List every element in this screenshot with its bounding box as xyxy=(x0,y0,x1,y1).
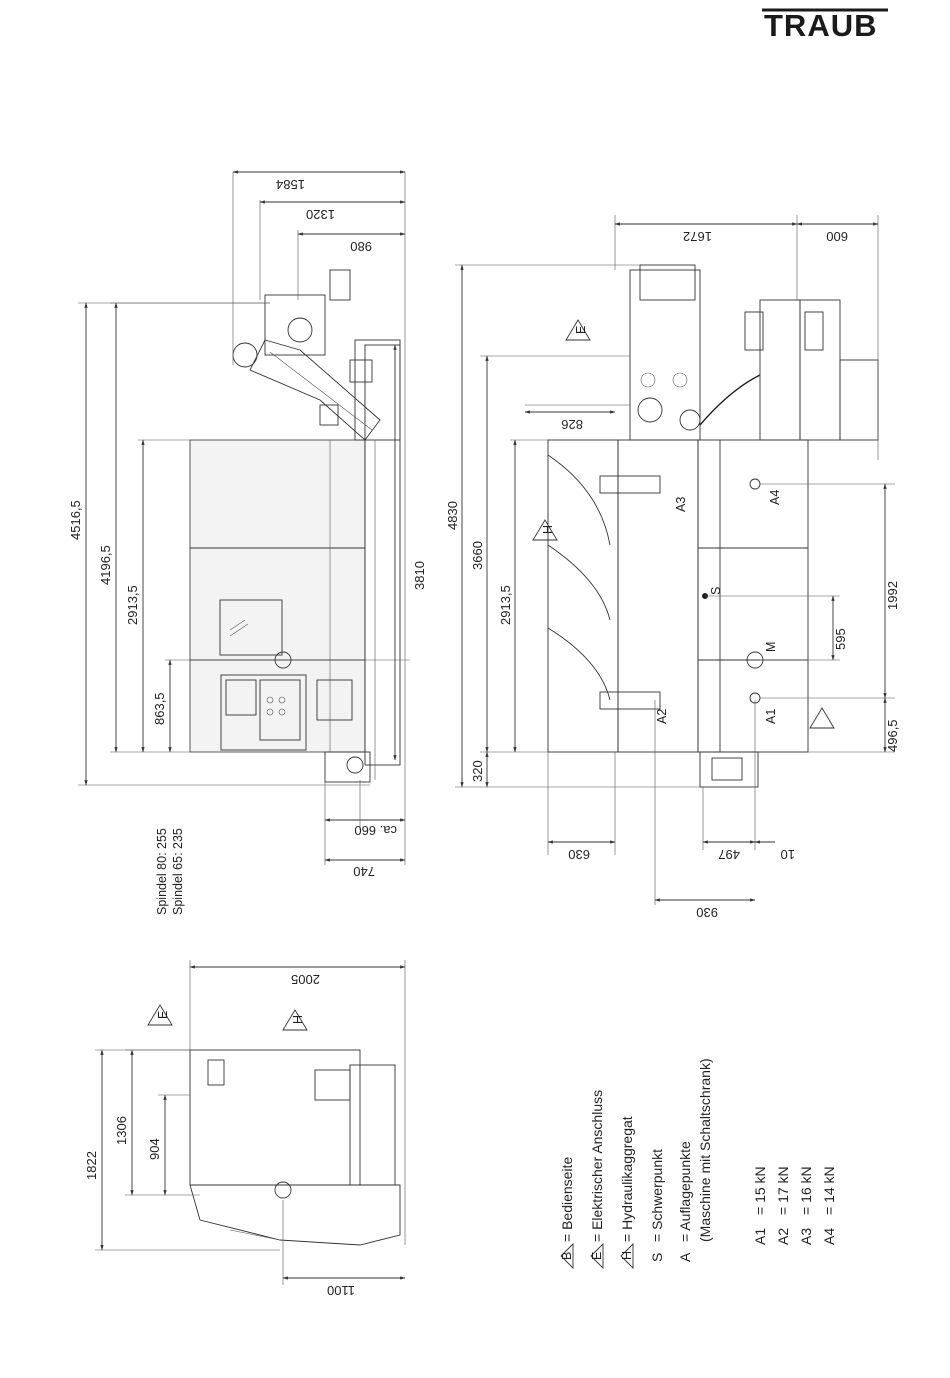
legend-item-schwerpunkt: S = Schwerpunkt xyxy=(649,1149,665,1262)
svg-text:S: S xyxy=(649,1253,665,1262)
dim-3660: 3660 xyxy=(470,541,485,570)
hydraulic-symbol-icon xyxy=(532,519,558,541)
legend-item-bedienseite: B = Bedienseite xyxy=(559,1157,575,1270)
svg-text:E: E xyxy=(574,326,588,334)
dim-1306: 1306 xyxy=(114,1116,129,1145)
dim-320: 320 xyxy=(470,760,485,782)
dim-930: 930 xyxy=(696,905,718,920)
dim-600: 600 xyxy=(826,229,848,244)
logo-text: TRAUB xyxy=(764,8,878,43)
point-s: S xyxy=(709,587,723,595)
svg-text:= 14 kN: = 14 kN xyxy=(821,1166,837,1215)
machine-body-outline xyxy=(189,439,366,753)
electrical-symbol-icon xyxy=(565,319,591,341)
dim-826: 826 xyxy=(561,417,583,432)
dim-1822: 1822 xyxy=(84,1151,99,1180)
dim-4516-5: 4516,5 xyxy=(68,500,83,540)
dim-904: 904 xyxy=(147,1138,162,1160)
operator-side-legend-icon xyxy=(560,1242,574,1270)
dim-497: 497 xyxy=(718,847,740,862)
dim-4196-5: 4196,5 xyxy=(98,545,113,585)
electrical-legend-icon xyxy=(590,1242,604,1270)
svg-text:E: E xyxy=(156,1011,170,1019)
svg-text:E: E xyxy=(590,1252,604,1260)
svg-text:H: H xyxy=(620,1251,634,1260)
point-a4: A4 xyxy=(768,490,782,505)
dim-ca-660: ca. 660 xyxy=(354,823,397,838)
electrical-symbol-side-icon xyxy=(147,1004,173,1026)
point-a1: A1 xyxy=(764,709,778,724)
svg-text:= Hydraulikaggregat: = Hydraulikaggregat xyxy=(619,1116,635,1242)
dim-1672: 1672 xyxy=(683,229,712,244)
dim-4830: 4830 xyxy=(445,501,460,530)
dim-740: 740 xyxy=(353,864,375,879)
svg-text:= 15 kN: = 15 kN xyxy=(752,1166,768,1215)
point-a2: A2 xyxy=(655,709,669,724)
svg-text:= 16 kN: = 16 kN xyxy=(798,1166,814,1215)
load-table: A1 = 15 kN A2 = 17 kN A3 = 16 kN A4 = 14… xyxy=(752,1166,837,1245)
svg-text:= Bedienseite: = Bedienseite xyxy=(559,1157,575,1242)
svg-text:A4: A4 xyxy=(821,1228,837,1245)
dim-496-5: 496,5 xyxy=(885,719,900,752)
dim-595: 595 xyxy=(833,628,848,650)
spindle-80-note: Spindel 80: 255 xyxy=(155,828,169,915)
point-m: M xyxy=(764,642,778,652)
svg-text:H: H xyxy=(541,525,555,534)
svg-text:A2: A2 xyxy=(775,1228,791,1245)
legend-item-hydraulikaggregat: H = Hydraulikaggregat xyxy=(619,1116,635,1270)
operator-side-symbol-icon xyxy=(809,707,835,729)
svg-text:A3: A3 xyxy=(798,1228,814,1245)
svg-text:= Schwerpunkt: = Schwerpunkt xyxy=(649,1149,665,1242)
dim-3810: 3810 xyxy=(412,561,427,590)
dim-2005: 2005 xyxy=(291,972,320,987)
side-view: E H 2005 1822 1306 904 1100 xyxy=(84,960,406,1298)
svg-text:= Elektrischer Anschluss: = Elektrischer Anschluss xyxy=(589,1090,605,1242)
dim-1584: 1584 xyxy=(276,177,305,192)
spindle-65-note: Spindel 65: 235 xyxy=(171,828,185,915)
dim-2913-5: 2913,5 xyxy=(125,585,140,625)
front-view: A3 A4 S M A2 A1 E H 1672 600 826 4830 36… xyxy=(445,215,900,920)
hydraulic-symbol-side-icon xyxy=(282,1009,308,1031)
svg-text:B: B xyxy=(560,1252,574,1260)
svg-text:A1: A1 xyxy=(752,1228,768,1245)
legend-item-elektrischer-anschluss: E = Elektrischer Anschluss xyxy=(589,1090,605,1270)
svg-text:(Maschine mit Schaltschrank): (Maschine mit Schaltschrank) xyxy=(697,1058,713,1242)
svg-text:= Auflagepunkte: = Auflagepunkte xyxy=(677,1141,693,1242)
dim-863-5: 863,5 xyxy=(152,692,167,725)
hydraulic-legend-icon xyxy=(620,1242,634,1270)
svg-text:A: A xyxy=(677,1252,693,1262)
point-a3: A3 xyxy=(674,497,688,512)
dim-1320: 1320 xyxy=(306,207,335,222)
dim-630: 630 xyxy=(568,847,590,862)
dim-2913-5-front: 2913,5 xyxy=(498,585,513,625)
dim-1992: 1992 xyxy=(885,581,900,610)
svg-text:H: H xyxy=(291,1015,305,1024)
dim-10: 10 xyxy=(781,847,795,862)
legend-item-auflagepunkte: A = Auflagepunkte (Maschine mit Schaltsc… xyxy=(677,1058,713,1262)
legend: B = Bedienseite E = Elektrischer Anschlu… xyxy=(559,1058,837,1270)
top-view: 1584 1320 980 4516,5 4196,5 2913,5 863,5… xyxy=(68,170,427,915)
dim-1100: 1100 xyxy=(327,1283,355,1298)
traub-logo: TRAUB xyxy=(762,8,888,43)
svg-text:= 17 kN: = 17 kN xyxy=(775,1166,791,1215)
dim-980: 980 xyxy=(350,239,372,254)
